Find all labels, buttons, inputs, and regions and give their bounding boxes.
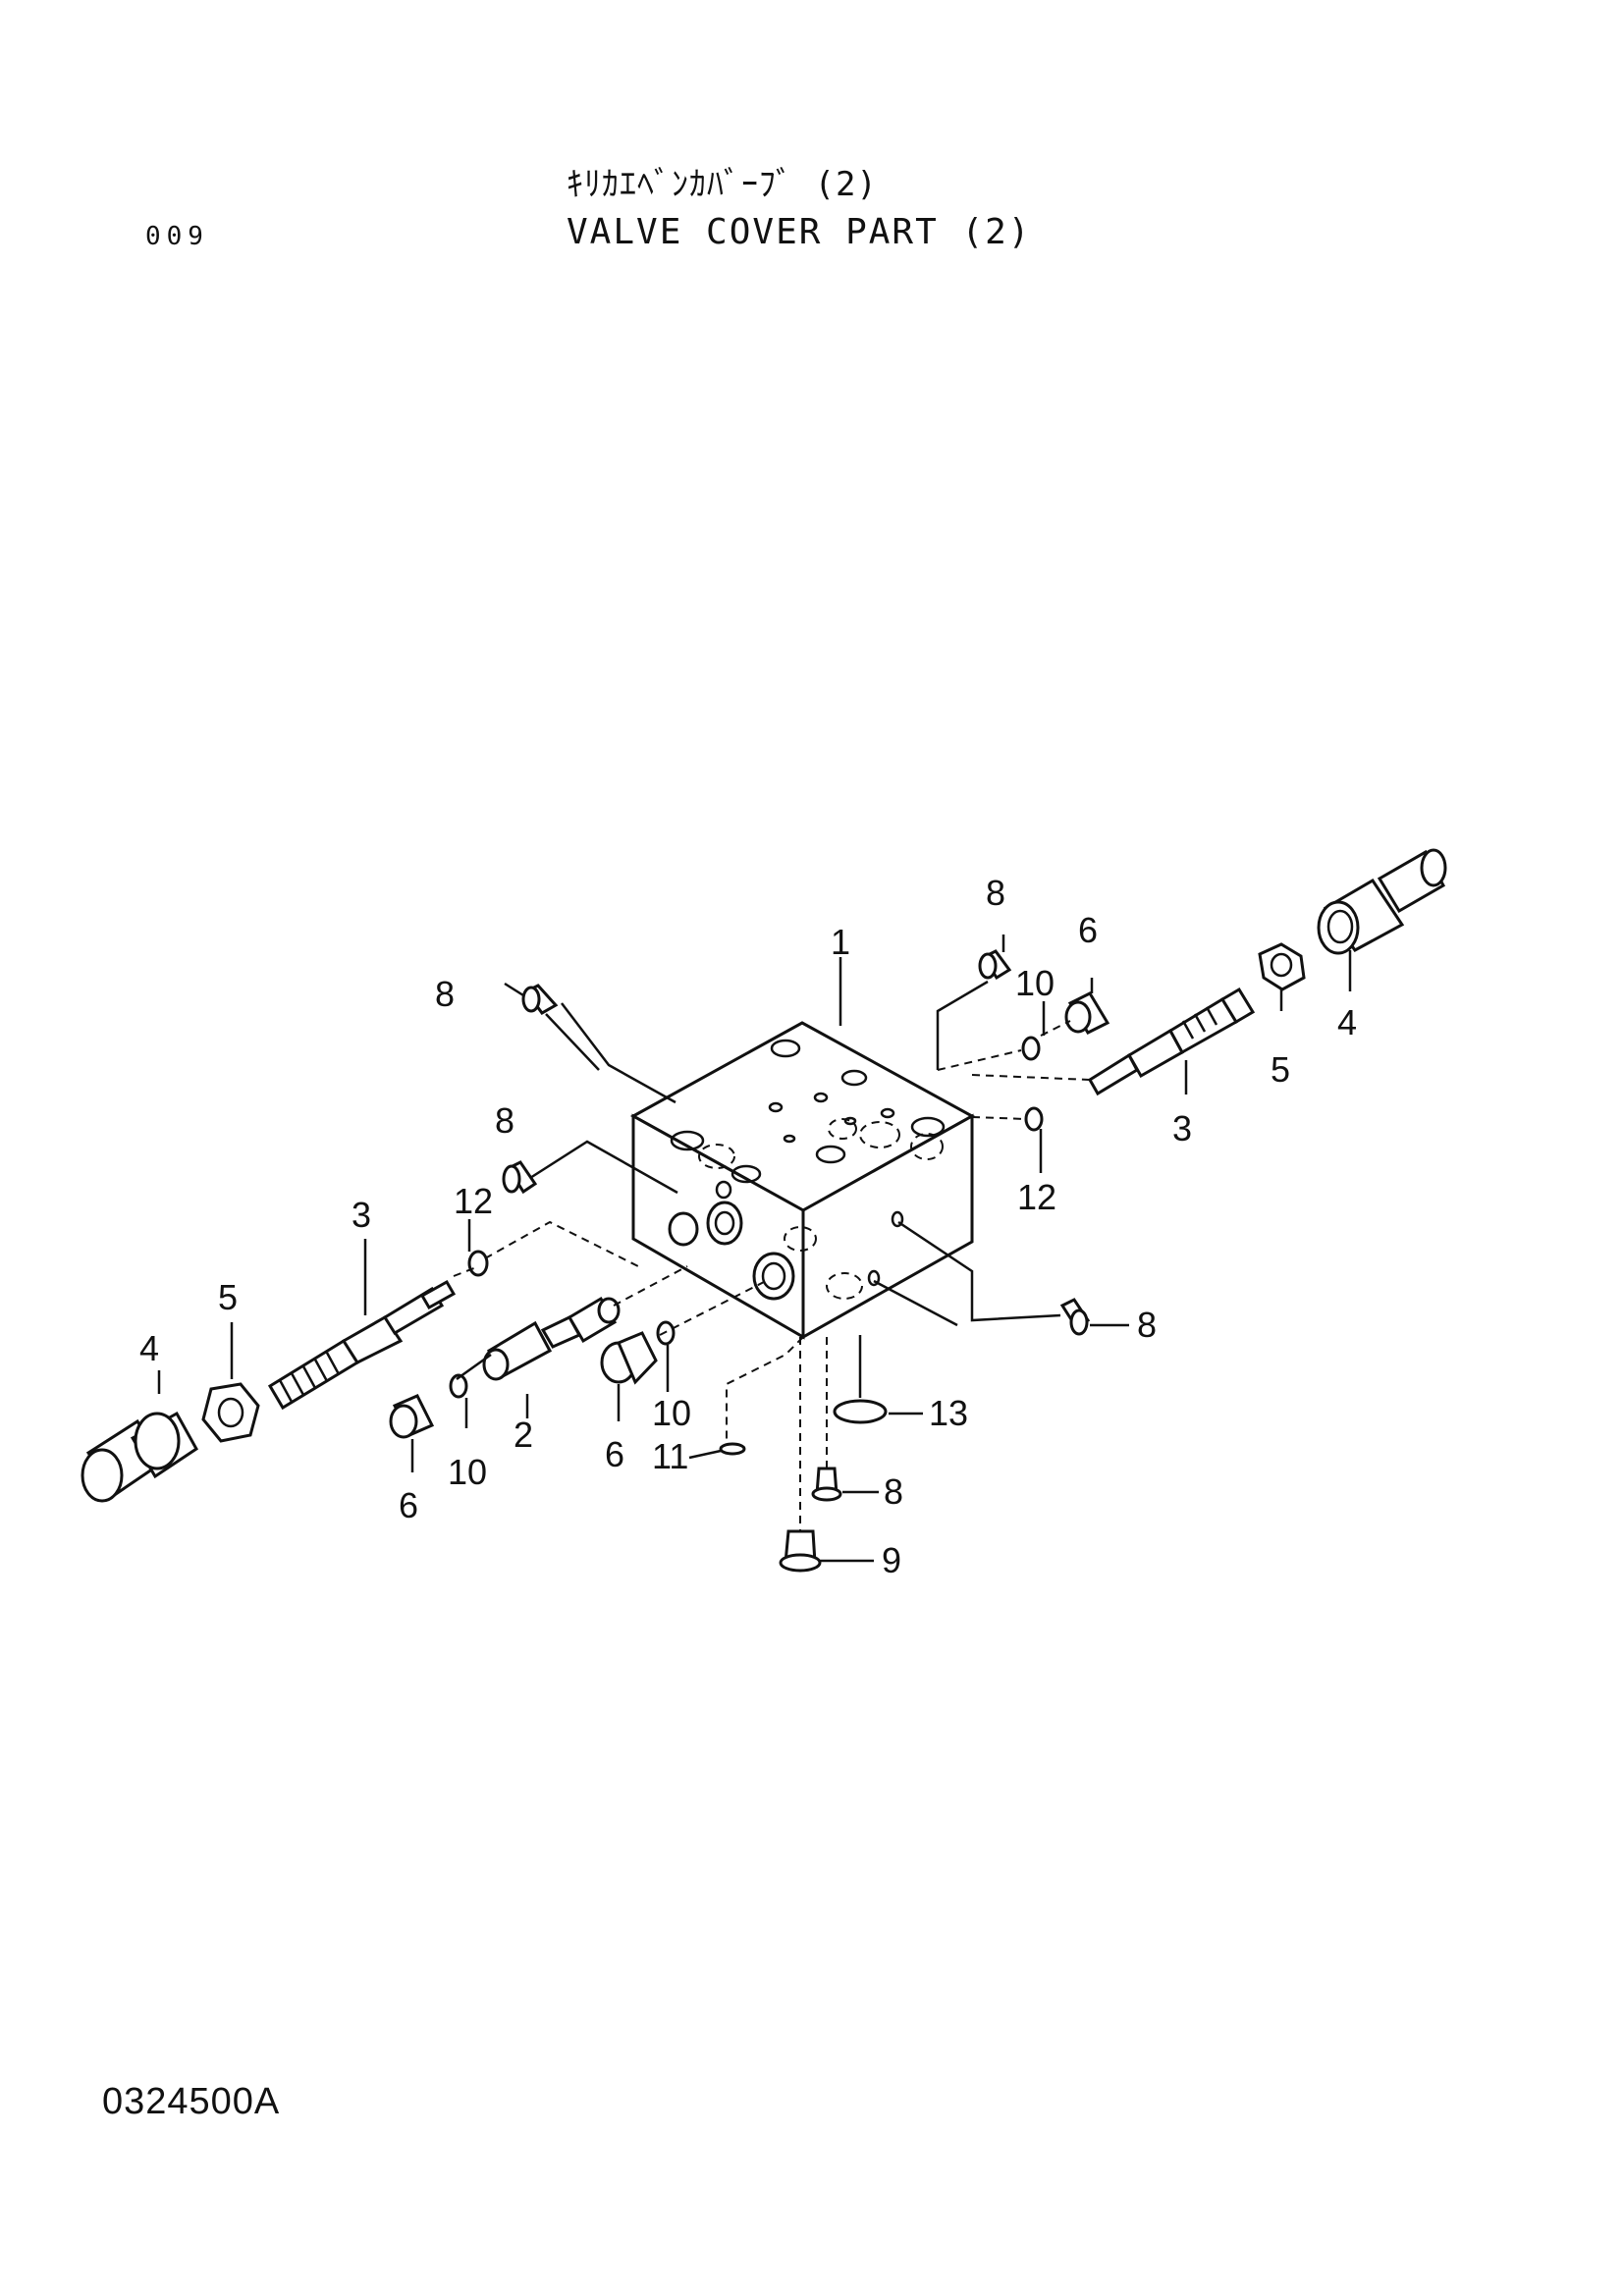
left-cap-4 [81, 1411, 198, 1503]
leader-lines [157, 934, 1352, 1563]
right-lock-nut-5 [1258, 942, 1306, 991]
left-lock-nut-5 [201, 1382, 260, 1443]
drawing-number: 0324500A [102, 2081, 281, 2122]
screws [502, 949, 1091, 1573]
callout-10-left: 10 [448, 1452, 487, 1492]
left-plug-6 [389, 1331, 658, 1439]
callout-2: 2 [514, 1415, 533, 1455]
page-code: 009 [145, 222, 209, 251]
callout-8-right: 8 [1137, 1305, 1157, 1345]
callout-6-centre: 6 [605, 1434, 624, 1474]
callout-1: 1 [831, 922, 850, 962]
callout-8-upper-left: 8 [435, 974, 455, 1014]
callout-5-right: 5 [1271, 1049, 1290, 1090]
callout-labels: 1 2 3 3 4 4 5 5 6 6 6 8 8 8 8 8 9 10 10 … [139, 873, 1357, 1580]
left-adjuster-screw-3 [267, 1279, 457, 1411]
callout-12-left: 12 [454, 1181, 493, 1221]
callout-5-left: 5 [218, 1277, 238, 1317]
right-adjuster-screw-3 [1087, 987, 1256, 1096]
callout-6-lower-left: 6 [399, 1485, 418, 1525]
callout-3-left: 3 [352, 1195, 371, 1235]
callout-8-bottom: 8 [884, 1471, 903, 1512]
callout-3-right: 3 [1172, 1108, 1192, 1148]
callout-10-centre: 10 [652, 1393, 691, 1433]
left-spool-2 [482, 1296, 621, 1381]
callout-12-right: 12 [1017, 1177, 1056, 1217]
callout-4-right: 4 [1337, 1002, 1357, 1042]
valve-block-right-face [801, 1113, 974, 1340]
right-plug-6 [1064, 991, 1110, 1035]
callout-13: 13 [929, 1393, 968, 1433]
diagram-title-japanese: ｷﾘｶｴﾍﾞﾝｶﾊﾞｰﾌﾞ (2) [567, 165, 878, 204]
callout-4-left: 4 [139, 1328, 159, 1368]
valve-block [629, 1021, 976, 1340]
callout-8-left: 8 [495, 1100, 514, 1141]
callout-6-upper-right: 6 [1078, 910, 1098, 950]
right-cap-4 [1317, 848, 1447, 955]
o-rings [449, 1036, 1044, 1456]
diagram-title: VALVE COVER PART (2) [567, 212, 1032, 252]
callout-10-right: 10 [1015, 963, 1055, 1003]
callout-9: 9 [882, 1540, 901, 1580]
callout-11: 11 [652, 1436, 688, 1476]
callout-8-top: 8 [986, 873, 1005, 913]
